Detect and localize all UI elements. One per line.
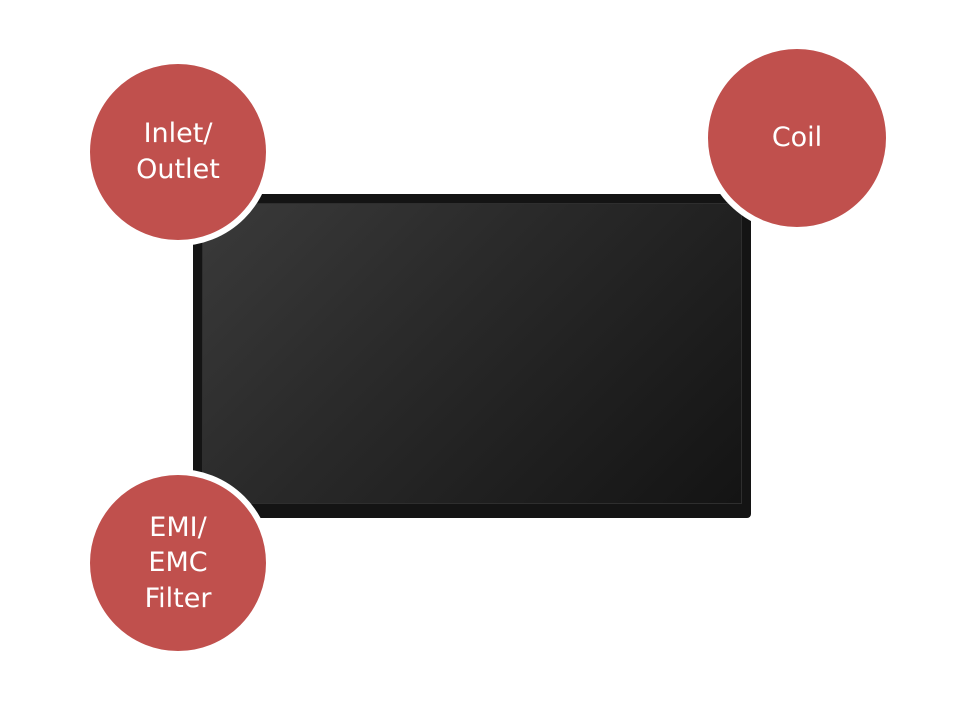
flat-panel-display [193, 194, 751, 518]
inlet-outlet-label: Inlet/ Outlet [136, 118, 220, 185]
display-screen [202, 203, 742, 504]
emi-emc-filter-badge: EMI/ EMC Filter [84, 469, 272, 657]
emi-emc-filter-label: EMI/ EMC Filter [144, 511, 212, 614]
coil-label: Coil [771, 122, 823, 154]
coil-badge: Coil [702, 43, 892, 233]
inlet-outlet-badge: Inlet/ Outlet [84, 58, 272, 246]
